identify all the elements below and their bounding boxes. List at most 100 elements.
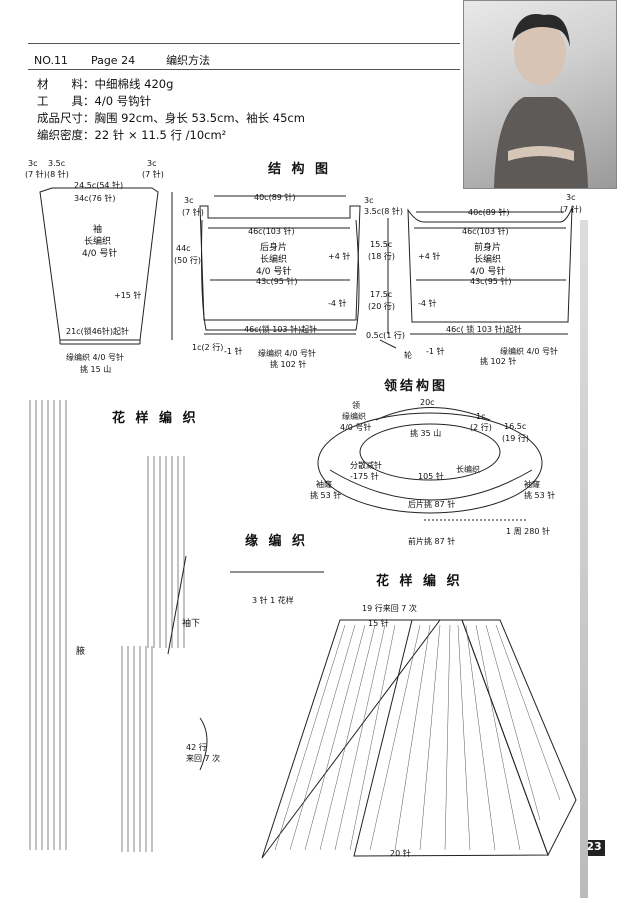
collar-width: 20c — [420, 398, 435, 407]
pattern-left-title: 花 样 编 织 — [112, 411, 199, 426]
collar-label-2: 缘编织 — [342, 412, 366, 421]
back-right-3c: 3c — [364, 196, 374, 205]
front-w43: 43c(95 针) — [470, 277, 512, 286]
back-minus1: -1 针 — [224, 347, 243, 356]
fan-bottom-stitches: 20 针 — [390, 849, 411, 858]
back-w46: 46c(103 针) — [248, 227, 295, 236]
back-shoulder: 3.5c(8 针) — [364, 207, 403, 216]
collar-1c: 1c — [476, 412, 486, 421]
back-name: 后身片 — [260, 243, 288, 253]
sleeve-left-8: (8 针) — [47, 170, 69, 179]
left-chart-column-3 — [121, 646, 153, 852]
sleeve-increase: +15 针 — [114, 291, 142, 300]
page-edge-shadow — [580, 220, 588, 898]
back-bottom-edge: 1c(2 行) — [192, 343, 224, 352]
sleeve-left-35: 3.5c — [48, 159, 66, 168]
collar-dist: 分散减针 — [350, 461, 382, 470]
collar-sleeve-right: 袖窿 — [524, 480, 540, 489]
front-w46: 46c(103 针) — [462, 227, 509, 236]
pattern-side: 腋 — [76, 647, 86, 657]
collar-sleeve-left-pick: 挑 53 针 — [310, 491, 342, 500]
materials: 材 料：中细棉线 420g 工 具：4/0 号钩针 成品尺寸：胸围 92cm、身… — [37, 76, 305, 144]
pattern-right-title: 花 样 编 织 — [376, 574, 463, 589]
collar-165-rows: (19 行) — [502, 434, 529, 443]
back-w43: 43c(95 针) — [256, 277, 298, 286]
edge-title: 缘 编 织 — [245, 534, 309, 549]
back-plus4: +4 针 — [328, 252, 351, 261]
header-divider-bottom — [28, 69, 460, 70]
collar-label-3: 4/0 号针 — [340, 423, 372, 432]
pattern-repeat: 42 行 — [186, 743, 207, 752]
front-plus4: +4 针 — [418, 252, 441, 261]
sleeve-height-rows: (50 行) — [174, 256, 201, 265]
fan-right — [461, 619, 577, 857]
collar-round: 1 周 280 针 — [506, 527, 550, 536]
front-top: 40c(89 针) — [468, 208, 510, 217]
materials-row: 材 料：中细棉线 420g — [37, 77, 174, 91]
connector-lines — [167, 555, 208, 771]
sleeve-outline — [39, 187, 159, 341]
front-outline — [407, 207, 573, 323]
method-title: 编织方法 — [166, 54, 211, 67]
header-divider-top — [28, 43, 460, 44]
sleeve-edge: 缘编织 4/0 号针 — [66, 353, 124, 362]
pattern-number: NO.11 — [34, 54, 68, 67]
gauge-row: 编织密度：22 针 × 11.5 行 /10cm² — [37, 128, 227, 142]
front-start: 46c( 锁 103 针)起针 — [446, 325, 522, 334]
sleeve-top-width: 24.5c(54 针) — [74, 181, 124, 190]
mid-h3: 0.5c(1 行) — [366, 331, 405, 340]
sleeve-mid-width: 34c(76 针) — [74, 194, 116, 203]
back-start: 46c(锁 103 针)起针 — [244, 325, 318, 334]
collar-pick35: 挑 35 山 — [410, 429, 442, 438]
back-top: 40c(89 针) — [254, 193, 296, 202]
mid-h1-rows: (18 行) — [368, 252, 395, 261]
pattern-arm-under: 袖下 — [182, 619, 201, 629]
front-minus1: -1 针 — [426, 347, 445, 356]
collar-105: 105 针 — [418, 472, 444, 481]
sleeve-pick: 挑 15 山 — [80, 365, 112, 374]
sleeve-hook: 4/0 号针 — [82, 249, 118, 259]
fan-middle — [353, 619, 549, 857]
edge-repeat: 3 针 1 花样 — [252, 596, 294, 605]
collar-sleeve-left: 袖窿 — [316, 480, 332, 489]
collar-front-pick: 前片挑 87 针 — [408, 537, 456, 546]
sleeve-name: 袖 — [93, 225, 103, 235]
front-right-7: (7 针) — [560, 205, 582, 214]
back-outline — [199, 205, 361, 321]
back-left-3c: 3c — [184, 196, 194, 205]
front-stitch: 长编织 — [474, 255, 502, 265]
back-minus4: -4 针 — [328, 299, 347, 308]
back-pick: 挑 102 针 — [270, 360, 307, 369]
back-hook: 4/0 号针 — [256, 267, 292, 277]
page-ref: Page 24 — [90, 54, 136, 67]
front-pick: 挑 102 针 — [480, 357, 517, 366]
model-photo — [463, 0, 617, 189]
collar-title: 领结构图 — [384, 379, 449, 394]
pattern-repeat-2: 来回 7 次 — [186, 754, 221, 763]
back-stitch: 长编织 — [260, 255, 288, 265]
front-right-3c: 3c — [566, 193, 576, 202]
collar-back-pick: 后片挑 87 针 — [408, 500, 456, 509]
page-number: 23 — [583, 840, 605, 856]
mid-h1: 15.5c — [370, 240, 393, 249]
collar-outer — [317, 412, 543, 514]
collar-label-1: 领 — [352, 401, 360, 410]
sleeve-left-3c: 3c — [28, 159, 38, 168]
collar-inner — [359, 423, 501, 481]
mid-h2-rows: (20 行) — [368, 302, 395, 311]
fan-hatching — [274, 624, 561, 851]
front-name: 前身片 — [474, 243, 502, 253]
sleeve-left-7: (7 针) — [25, 170, 47, 179]
sleeve-stitch: 长编织 — [84, 237, 112, 247]
front-minus4: -4 针 — [418, 299, 437, 308]
sleeve-right-7: (7 针) — [142, 170, 164, 179]
tools-row: 工 具：4/0 号钩针 — [37, 94, 152, 108]
back-edge: 缘编织 4/0 号针 — [258, 349, 316, 358]
front-hook: 4/0 号针 — [470, 267, 506, 277]
fan-repeat: 19 行来回 7 次 — [362, 604, 417, 613]
header: NO.11 Page 24 编织方法 — [34, 52, 210, 68]
collar-minus175: -175 针 — [350, 472, 379, 481]
mid-fold: 轮 — [404, 351, 412, 360]
left-chart-column-1 — [29, 400, 67, 850]
